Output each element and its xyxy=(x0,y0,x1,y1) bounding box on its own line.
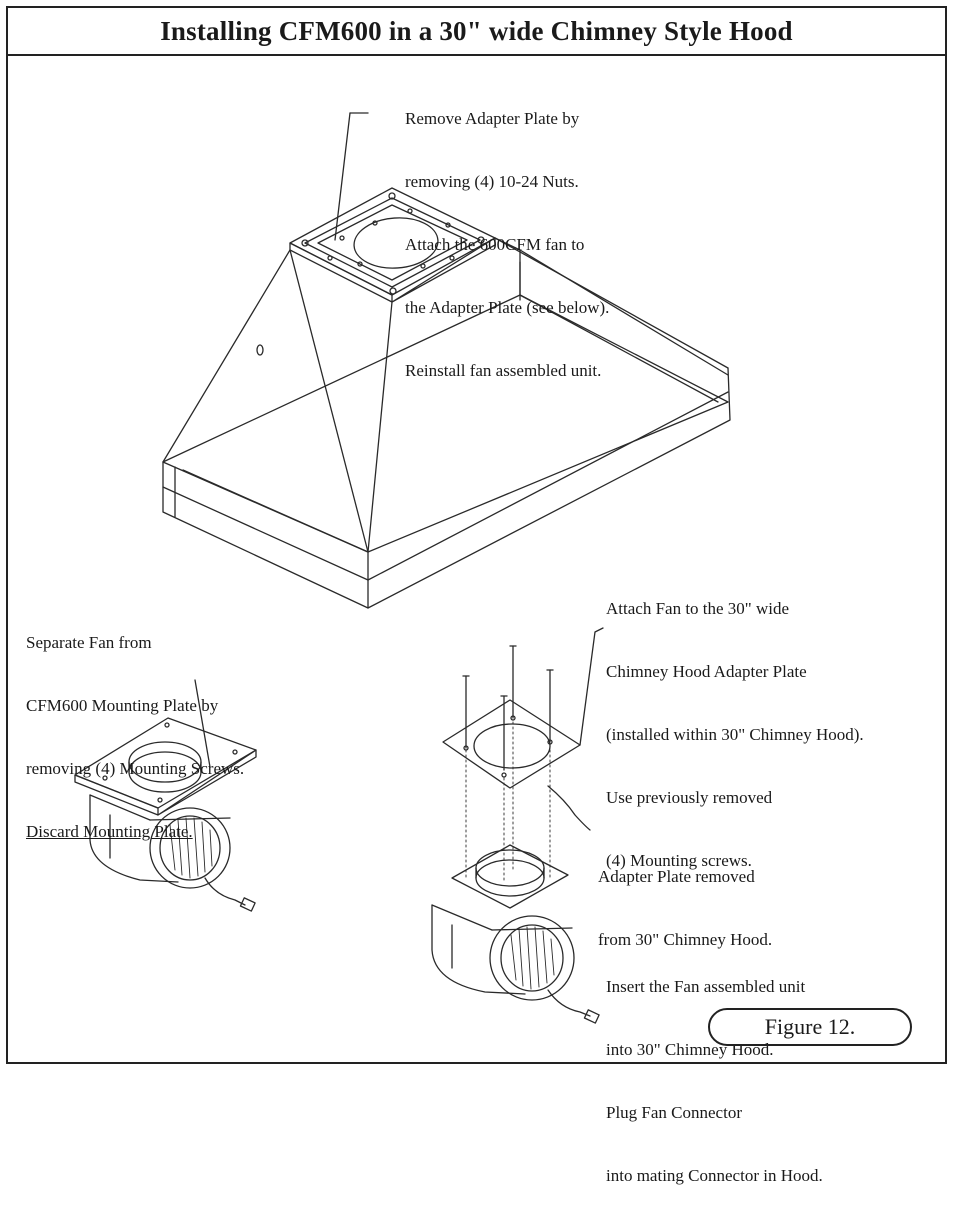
installation-drawing xyxy=(74,112,731,1024)
note-line: Plug Fan Connector xyxy=(606,1103,742,1122)
note-line: CFM600 Mounting Plate by xyxy=(26,696,219,715)
note-line: Chimney Hood Adapter Plate xyxy=(606,662,807,681)
right-fan-drawing xyxy=(431,627,604,1024)
figure-label: Figure 12. xyxy=(708,1008,912,1046)
note-line: Reinstall fan assembled unit. xyxy=(405,361,602,380)
note-remove-adapter-plate: Remove Adapter Plate by removing (4) 10-… xyxy=(405,66,609,402)
chimney-hood-drawing xyxy=(162,112,731,609)
note-line: Attach Fan to the 30" wide xyxy=(606,599,790,618)
figure-label-text: Figure 12. xyxy=(764,1014,856,1039)
left-fan-drawing xyxy=(74,679,257,912)
note-adapter-plate-removed: Adapter Plate removed from 30" Chimney H… xyxy=(598,824,772,971)
note-line: into mating Connector in Hood. xyxy=(606,1166,823,1185)
note-line: from 30" Chimney Hood. xyxy=(598,930,773,949)
note-line: (installed within 30" Chimney Hood). xyxy=(606,725,864,744)
note-line: Adapter Plate removed xyxy=(598,867,755,886)
note-line-discard: Discard Mounting Plate. xyxy=(26,822,193,841)
note-line: removing (4) 10-24 Nuts. xyxy=(405,172,579,191)
note-line: Attach the 600CFM fan to xyxy=(405,235,585,254)
title-bar: Installing CFM600 in a 30" wide Chimney … xyxy=(6,6,947,56)
note-separate-fan: Separate Fan from CFM600 Mounting Plate … xyxy=(26,590,244,863)
note-line: Separate Fan from xyxy=(26,633,152,652)
note-line: Remove Adapter Plate by xyxy=(405,109,580,128)
note-line: removing (4) Mounting Screws. xyxy=(26,759,245,778)
note-line: (4) Mounting screws. xyxy=(606,851,752,870)
page-title: Installing CFM600 in a 30" wide Chimney … xyxy=(160,15,793,46)
note-line: Use previously removed xyxy=(606,788,773,807)
note-line: the Adapter Plate (see below). xyxy=(405,298,610,317)
note-line: Insert the Fan assembled unit xyxy=(606,977,806,996)
